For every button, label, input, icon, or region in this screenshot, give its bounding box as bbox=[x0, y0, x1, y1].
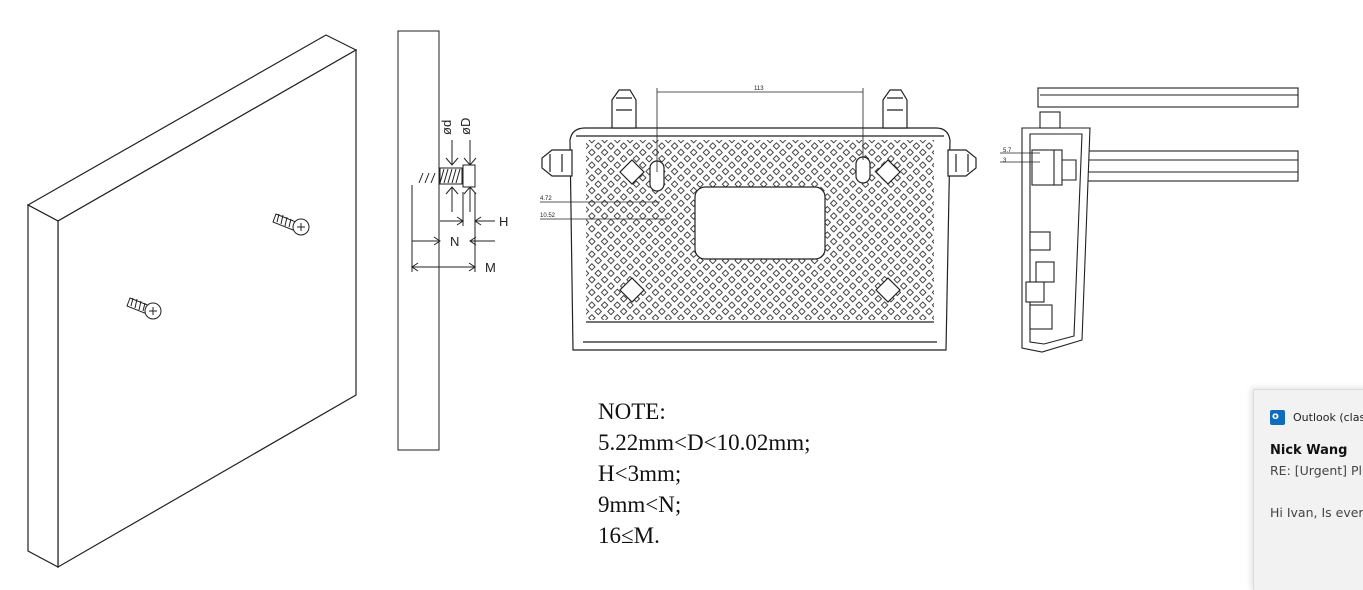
mounting-note: NOTE: 5.22mm<D<10.02mm; H<3mm; 9mm<N; 16… bbox=[598, 396, 811, 551]
note-line: 5.22mm<D<10.02mm; bbox=[598, 430, 811, 455]
dim-offset-top: 4.72 bbox=[540, 196, 552, 202]
outlook-icon bbox=[1270, 410, 1285, 425]
screw-profile bbox=[397, 30, 495, 451]
router-side-view bbox=[1000, 87, 1299, 353]
dim-side-b: 3 bbox=[1003, 158, 1007, 164]
router-dimensions bbox=[540, 88, 864, 220]
mounting-diagram: ød øD H N M 113 4.72 10.52 bbox=[26, 30, 1299, 569]
label-M: M bbox=[485, 260, 496, 275]
label-H: H bbox=[499, 214, 508, 229]
outlook-notification[interactable]: Outlook (classic) Nick Wang RE: [Urgent]… bbox=[1253, 389, 1363, 590]
router-bottom-view bbox=[541, 89, 977, 351]
notification-header: Outlook (classic) bbox=[1270, 410, 1363, 425]
wall-screw-1 bbox=[272, 213, 310, 236]
label-D: øD bbox=[458, 118, 473, 135]
note-line: 9mm<N; bbox=[598, 492, 682, 517]
wall-panel bbox=[26, 34, 358, 569]
dim-spacing: 113 bbox=[754, 86, 764, 92]
notification-preview: Hi Ivan, Is every designer that i bbox=[1270, 505, 1363, 520]
notification-sender: Nick Wang bbox=[1270, 443, 1348, 458]
dim-side-a: 5.7 bbox=[1003, 148, 1012, 154]
dim-offset-bottom: 10.52 bbox=[540, 213, 556, 219]
note-title: NOTE: bbox=[598, 399, 666, 424]
notification-app-name: Outlook (classic) bbox=[1293, 411, 1363, 424]
label-d: ød bbox=[439, 120, 454, 135]
note-line: 16≤M. bbox=[598, 523, 660, 548]
wall-screw-2 bbox=[126, 297, 162, 320]
note-line: H<3mm; bbox=[598, 461, 682, 486]
notification-subject: RE: [Urgent] Pl Box Design bbox=[1270, 463, 1363, 478]
label-N: N bbox=[450, 234, 459, 249]
